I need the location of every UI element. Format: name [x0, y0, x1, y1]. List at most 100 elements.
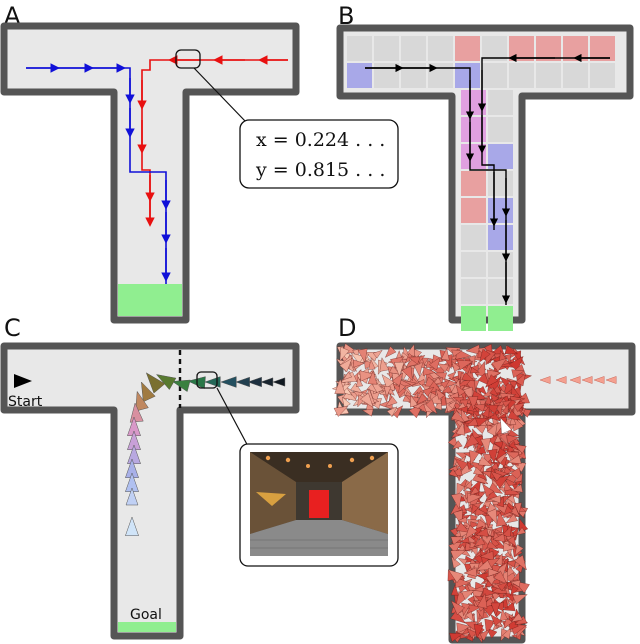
- start-marker-icon: [14, 374, 32, 388]
- panel-c-label: C: [4, 314, 21, 342]
- heat-triangle: [502, 400, 513, 408]
- heat-triangle: [510, 585, 519, 597]
- heat-triangle: [513, 502, 522, 515]
- heat-triangle: [381, 374, 395, 389]
- heat-triangle: [502, 627, 512, 640]
- heat-triangle: [503, 479, 512, 492]
- heat-triangle: [456, 622, 472, 634]
- grid-cell: [509, 36, 534, 61]
- heat-triangle: [507, 454, 522, 464]
- heat-triangle: [451, 440, 463, 450]
- heat-triangle: [473, 404, 486, 412]
- heat-triangle: [507, 410, 521, 421]
- heat-triangle: [478, 456, 493, 467]
- heat-triangle: [333, 406, 349, 417]
- triangle-marker-icon: [539, 376, 551, 384]
- heat-triangle: [473, 537, 486, 547]
- heat-triangle: [457, 558, 468, 566]
- grid-cell: [488, 117, 513, 142]
- heat-triangle: [448, 468, 459, 478]
- trajectory-red: [141, 59, 288, 225]
- heat-triangle: [509, 506, 521, 518]
- heat-triangle: [499, 608, 509, 621]
- x-coordinate: x = 0.224 . . .: [256, 129, 385, 151]
- grid-cell: [482, 63, 507, 88]
- heat-triangle: [461, 590, 475, 600]
- heat-triangle: [489, 495, 501, 504]
- heat-triangle: [466, 492, 483, 504]
- view-callout-leader: [216, 387, 251, 451]
- grid-cell: [401, 63, 426, 88]
- heat-triangle: [475, 361, 486, 378]
- heat-triangle: [350, 352, 365, 364]
- heat-triangle: [484, 515, 494, 529]
- heat-triangle: [429, 356, 441, 371]
- grid-cell: [461, 225, 486, 250]
- heat-triangle: [475, 527, 489, 537]
- heat-triangle: [389, 365, 401, 375]
- goal-zone-a: [118, 284, 182, 316]
- heat-triangle: [472, 525, 484, 537]
- heat-triangle: [379, 357, 390, 372]
- heat-triangle: [447, 569, 464, 583]
- triangle-marker-icon: [145, 372, 166, 394]
- heat-triangle: [393, 362, 405, 377]
- heat-triangle: [448, 400, 457, 410]
- heat-triangle: [487, 449, 498, 464]
- heat-triangle: [350, 382, 363, 394]
- heat-triangle: [503, 617, 513, 630]
- heat-triangle: [468, 396, 479, 411]
- triangle-marker-icon: [260, 377, 274, 387]
- heat-triangle: [385, 346, 397, 358]
- heat-triangle: [469, 486, 480, 496]
- heat-triangle: [514, 554, 527, 571]
- heat-triangle: [497, 581, 509, 592]
- heat-triangle: [339, 346, 350, 362]
- heat-triangle: [441, 385, 452, 394]
- heat-triangle: [500, 417, 512, 435]
- grid-cell: [488, 279, 513, 304]
- triangle-marker-icon: [125, 516, 139, 536]
- heat-triangle: [386, 406, 398, 417]
- grid-cell: [455, 63, 480, 88]
- y-coordinate: y = 0.815 . . .: [255, 159, 385, 181]
- heat-triangle: [466, 628, 477, 639]
- heat-triangle: [334, 378, 346, 394]
- heat-triangle: [512, 594, 528, 605]
- heat-triangle: [464, 525, 478, 540]
- heat-triangle: [447, 371, 457, 380]
- heat-triangle: [507, 536, 517, 548]
- heat-triangle: [461, 371, 475, 382]
- callout-box: [239, 119, 399, 189]
- heat-triangle: [470, 367, 480, 374]
- heat-triangle: [495, 447, 507, 461]
- heat-triangle: [385, 396, 398, 407]
- heat-triangle: [505, 560, 516, 568]
- heat-triangle: [506, 434, 520, 444]
- first-person-view: [239, 443, 399, 567]
- grid-cell: [461, 279, 486, 304]
- grid-cell: [461, 171, 486, 196]
- heat-triangle: [450, 410, 466, 423]
- triangle-marker-icon: [555, 376, 567, 384]
- heat-triangle: [492, 441, 504, 449]
- heat-triangle: [511, 369, 525, 379]
- heat-triangle: [450, 550, 467, 561]
- activity-heatmap: [331, 343, 532, 644]
- heat-triangle: [401, 365, 413, 382]
- grid-cell: [536, 36, 561, 61]
- grid-cell: [401, 36, 426, 61]
- triangle-marker-icon: [272, 377, 286, 387]
- heat-triangle: [435, 388, 446, 400]
- grid-cell: [590, 63, 615, 88]
- agent-trajectory-d: [539, 376, 617, 384]
- panel-b-label: B: [338, 2, 354, 30]
- heat-triangle: [481, 406, 490, 418]
- heat-triangle: [487, 557, 501, 568]
- heat-triangle: [471, 504, 479, 515]
- heat-triangle: [490, 614, 502, 627]
- heat-triangle: [450, 600, 465, 615]
- heat-triangle: [418, 403, 427, 414]
- heat-triangle: [477, 593, 488, 609]
- heat-triangle: [455, 384, 466, 397]
